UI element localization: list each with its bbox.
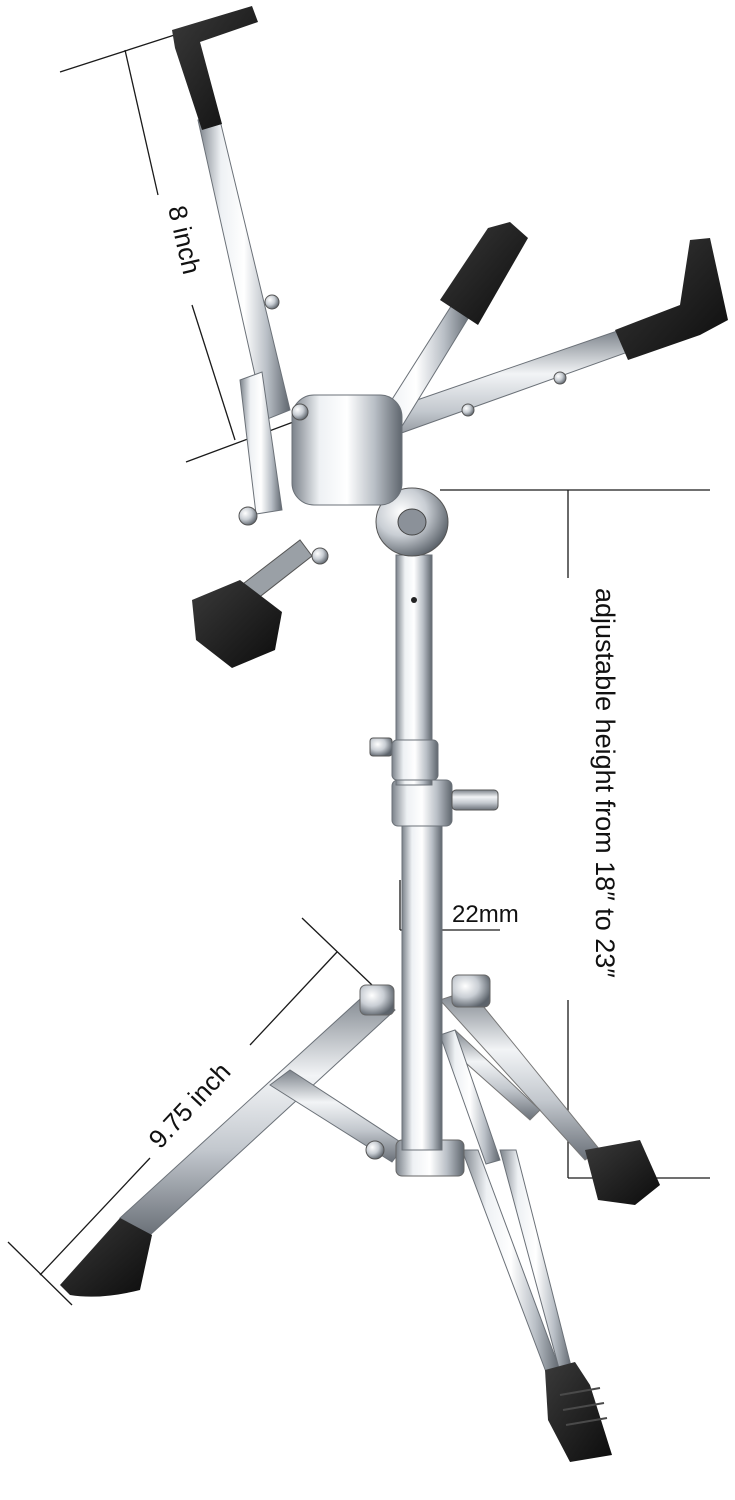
basket-arms [172, 6, 728, 668]
left-brace [269, 1069, 406, 1163]
rear-rubber-foot [585, 1140, 660, 1205]
front-foot-ridges [559, 1387, 608, 1426]
arm-dim-line-lower [191, 304, 236, 441]
height-range-label: adjustable height from 18″ to 23″ [590, 588, 620, 978]
tripod-base [60, 974, 660, 1462]
memory-lock [369, 737, 393, 757]
upper-collar [391, 739, 439, 781]
tube-hole [411, 597, 417, 603]
arm-dim-line-upper [124, 49, 159, 196]
hinge-plate-left [359, 984, 395, 1016]
tube-diameter-label: 22mm [452, 901, 519, 928]
left-arm [197, 111, 291, 421]
hub-rivet-2 [264, 294, 280, 310]
hub-rivet-1 [291, 403, 309, 421]
arm-length-label: 8 inch [162, 203, 207, 277]
collar-bolt [365, 1140, 385, 1160]
middle-arm-rubber-tip [440, 222, 528, 325]
height-clamp [391, 779, 453, 827]
left-rubber-foot [60, 1218, 152, 1297]
lower-tube [401, 819, 443, 1151]
ball-joint-inner [397, 508, 427, 536]
leg-dim-line-upper [249, 951, 338, 1046]
hub-rivet-4 [553, 371, 567, 385]
leg-dim-bottom-tick [7, 1241, 73, 1306]
hub-rivet-5 [238, 506, 258, 526]
hub-rivet-3 [461, 403, 475, 417]
tilter-assembly [375, 487, 449, 557]
center-column [369, 554, 499, 1151]
leg-dim-line-lower [39, 1157, 151, 1276]
tension-knob [192, 580, 282, 668]
hub-rivet-6 [311, 547, 329, 565]
hinge-plate-right [451, 974, 491, 1008]
leg-dim-top-tick [301, 917, 373, 986]
wing-screw [451, 789, 499, 811]
arm-hub [291, 394, 403, 506]
left-arm-rubber-tip [172, 6, 258, 130]
front-brace [439, 1029, 501, 1165]
right-arm-rubber-tip [615, 238, 728, 360]
front-rubber-foot [545, 1362, 612, 1462]
left-arm-link [239, 371, 283, 515]
